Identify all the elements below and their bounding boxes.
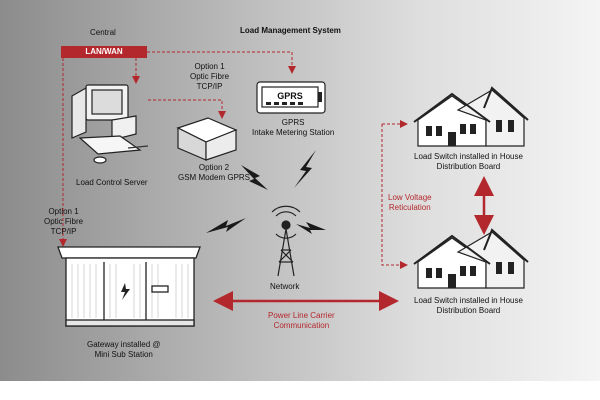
network-label: Network (270, 282, 300, 291)
connector-server-to-modem (148, 99, 226, 119)
house-bottom-icon (413, 228, 529, 289)
solid-arrows (213, 176, 494, 311)
lan-wan-bar: LAN/WAN (61, 46, 147, 58)
load-control-server-label: Load Control Server (76, 178, 148, 187)
dashed-connectors (59, 51, 408, 269)
house-top-icon (413, 86, 529, 147)
lightning-bolts-icon (206, 150, 326, 234)
diagram-title: Load Management System (240, 26, 341, 35)
connector-to-gprs (147, 51, 296, 74)
substation-icon (57, 246, 201, 327)
gprs-meter-icon (256, 81, 326, 114)
central-label: Central (90, 28, 116, 37)
network-tower-icon (271, 205, 301, 277)
computer-icon (71, 84, 149, 164)
gateway-label: Gateway installed @Mini Sub Station (87, 340, 161, 359)
gprs-display-text: GPRS (277, 91, 303, 101)
connector-reticulation-left (381, 124, 408, 269)
modem-icon (176, 117, 238, 161)
